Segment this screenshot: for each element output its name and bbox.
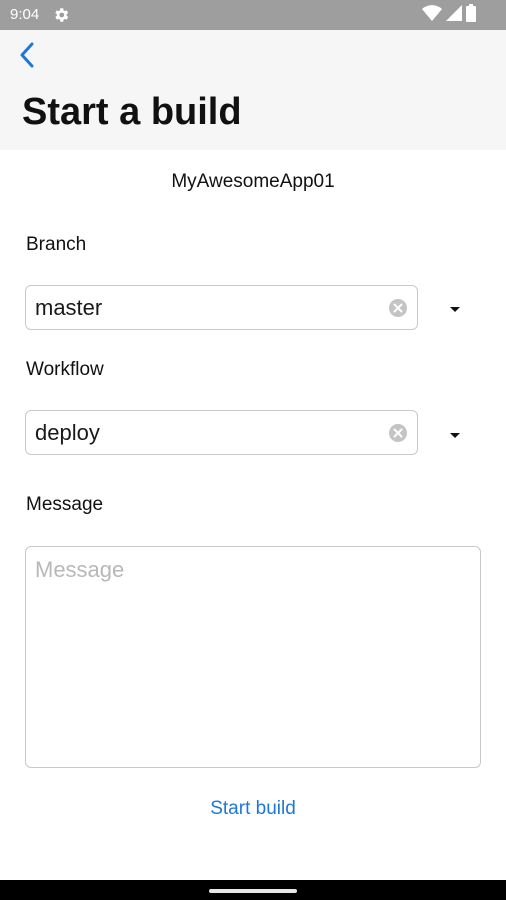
workflow-value: deploy <box>35 420 100 445</box>
wifi-icon <box>422 4 442 26</box>
clear-icon[interactable] <box>388 298 408 318</box>
branch-input[interactable]: master <box>25 285 418 330</box>
header: Start a build <box>0 30 506 150</box>
signal-icon <box>446 4 462 26</box>
chevron-left-icon <box>18 42 36 73</box>
start-build-button[interactable]: Start build <box>0 796 506 822</box>
page-title: Start a build <box>22 91 242 133</box>
status-bar: 9:04 <box>0 0 506 30</box>
gear-icon <box>52 6 70 24</box>
message-input[interactable] <box>25 546 481 768</box>
back-button[interactable] <box>10 40 44 74</box>
workflow-dropdown-icon[interactable] <box>446 426 464 444</box>
app-name: MyAwesomeApp01 <box>171 171 335 192</box>
message-label: Message <box>26 494 104 515</box>
status-icons <box>422 3 476 27</box>
home-indicator[interactable] <box>209 889 297 893</box>
navigation-bar <box>0 880 506 900</box>
workflow-label: Workflow <box>26 359 104 380</box>
branch-dropdown-icon[interactable] <box>446 300 464 318</box>
branch-value: master <box>35 295 103 320</box>
clear-icon[interactable] <box>388 423 408 443</box>
branch-label: Branch <box>26 234 87 255</box>
workflow-input[interactable]: deploy <box>25 410 418 455</box>
status-time: 9:04 <box>10 6 40 23</box>
battery-icon <box>466 3 476 27</box>
